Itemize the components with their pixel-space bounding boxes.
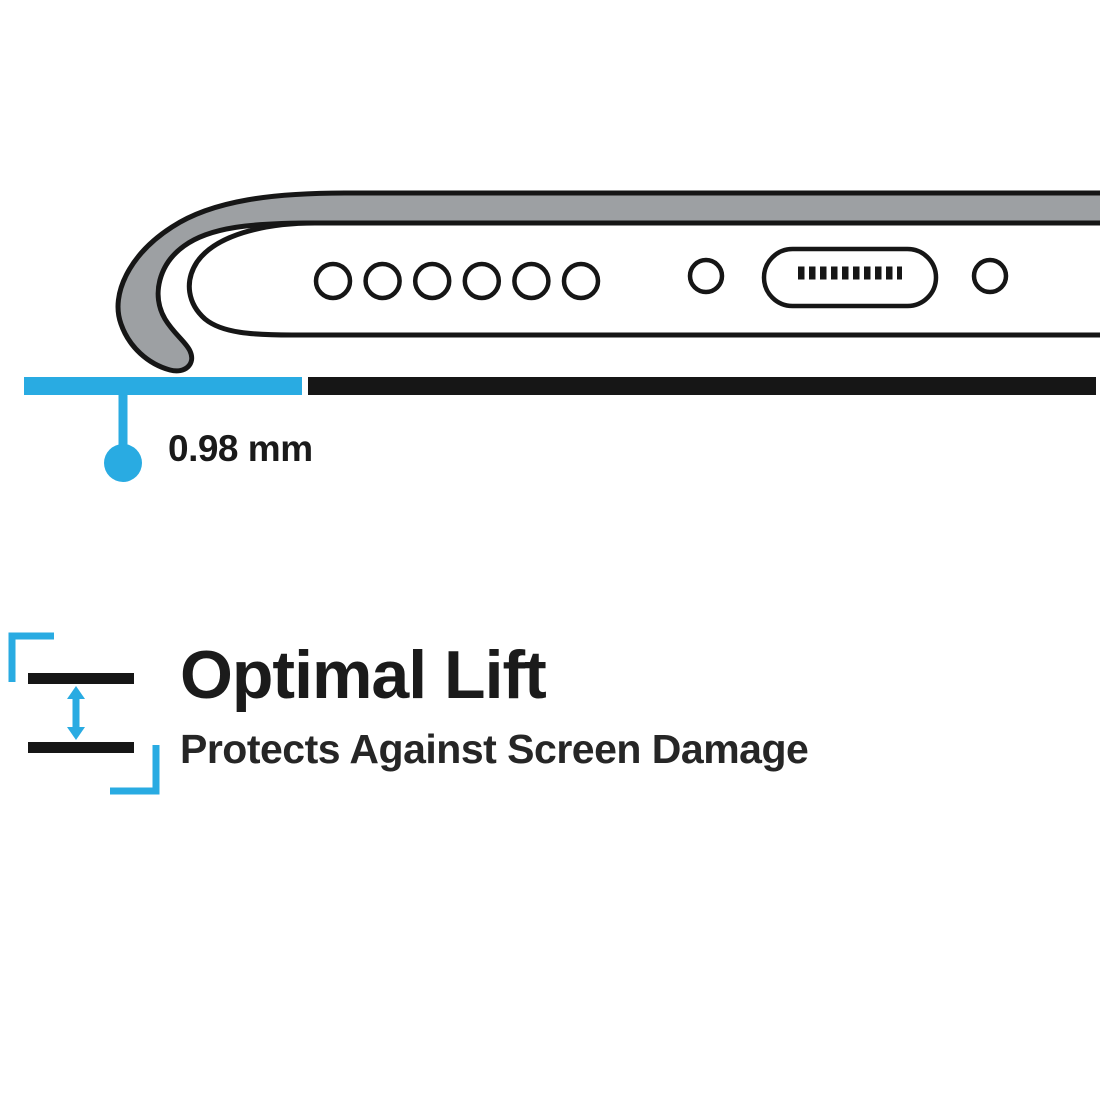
measure-line — [118, 395, 128, 447]
feature-text-block: Optimal Lift Protects Against Screen Dam… — [180, 641, 1080, 773]
upper-surface-bar — [28, 673, 134, 684]
double-arrow-icon — [67, 686, 85, 740]
speaker-hole — [462, 261, 502, 301]
measurement-label: 0.98 mm — [168, 428, 313, 469]
feature-title: Optimal Lift — [180, 637, 547, 713]
speaker-hole — [561, 261, 601, 301]
speaker-hole — [512, 261, 551, 301]
lift-gap-highlight-bar — [24, 377, 302, 395]
screw-hole-right-icon — [971, 257, 1009, 295]
measure-dot — [104, 444, 142, 482]
charging-port-icon — [761, 246, 939, 309]
surface-bar — [308, 377, 1096, 395]
speaker-hole — [363, 261, 402, 301]
corner-bracket-bottom-right-icon — [110, 745, 160, 795]
speaker-holes-icon — [313, 261, 601, 301]
speaker-hole — [412, 261, 452, 301]
corner-bracket-top-left-icon — [8, 632, 54, 682]
lift-gap-icon — [8, 632, 160, 795]
feature-subtitle: Protects Against Screen Damage — [180, 726, 809, 772]
screw-hole-left-icon — [687, 257, 725, 295]
speaker-hole — [313, 261, 353, 301]
phone-case-illustration — [24, 190, 1100, 482]
case-lip — [115, 190, 1100, 374]
lower-surface-bar — [28, 742, 134, 753]
